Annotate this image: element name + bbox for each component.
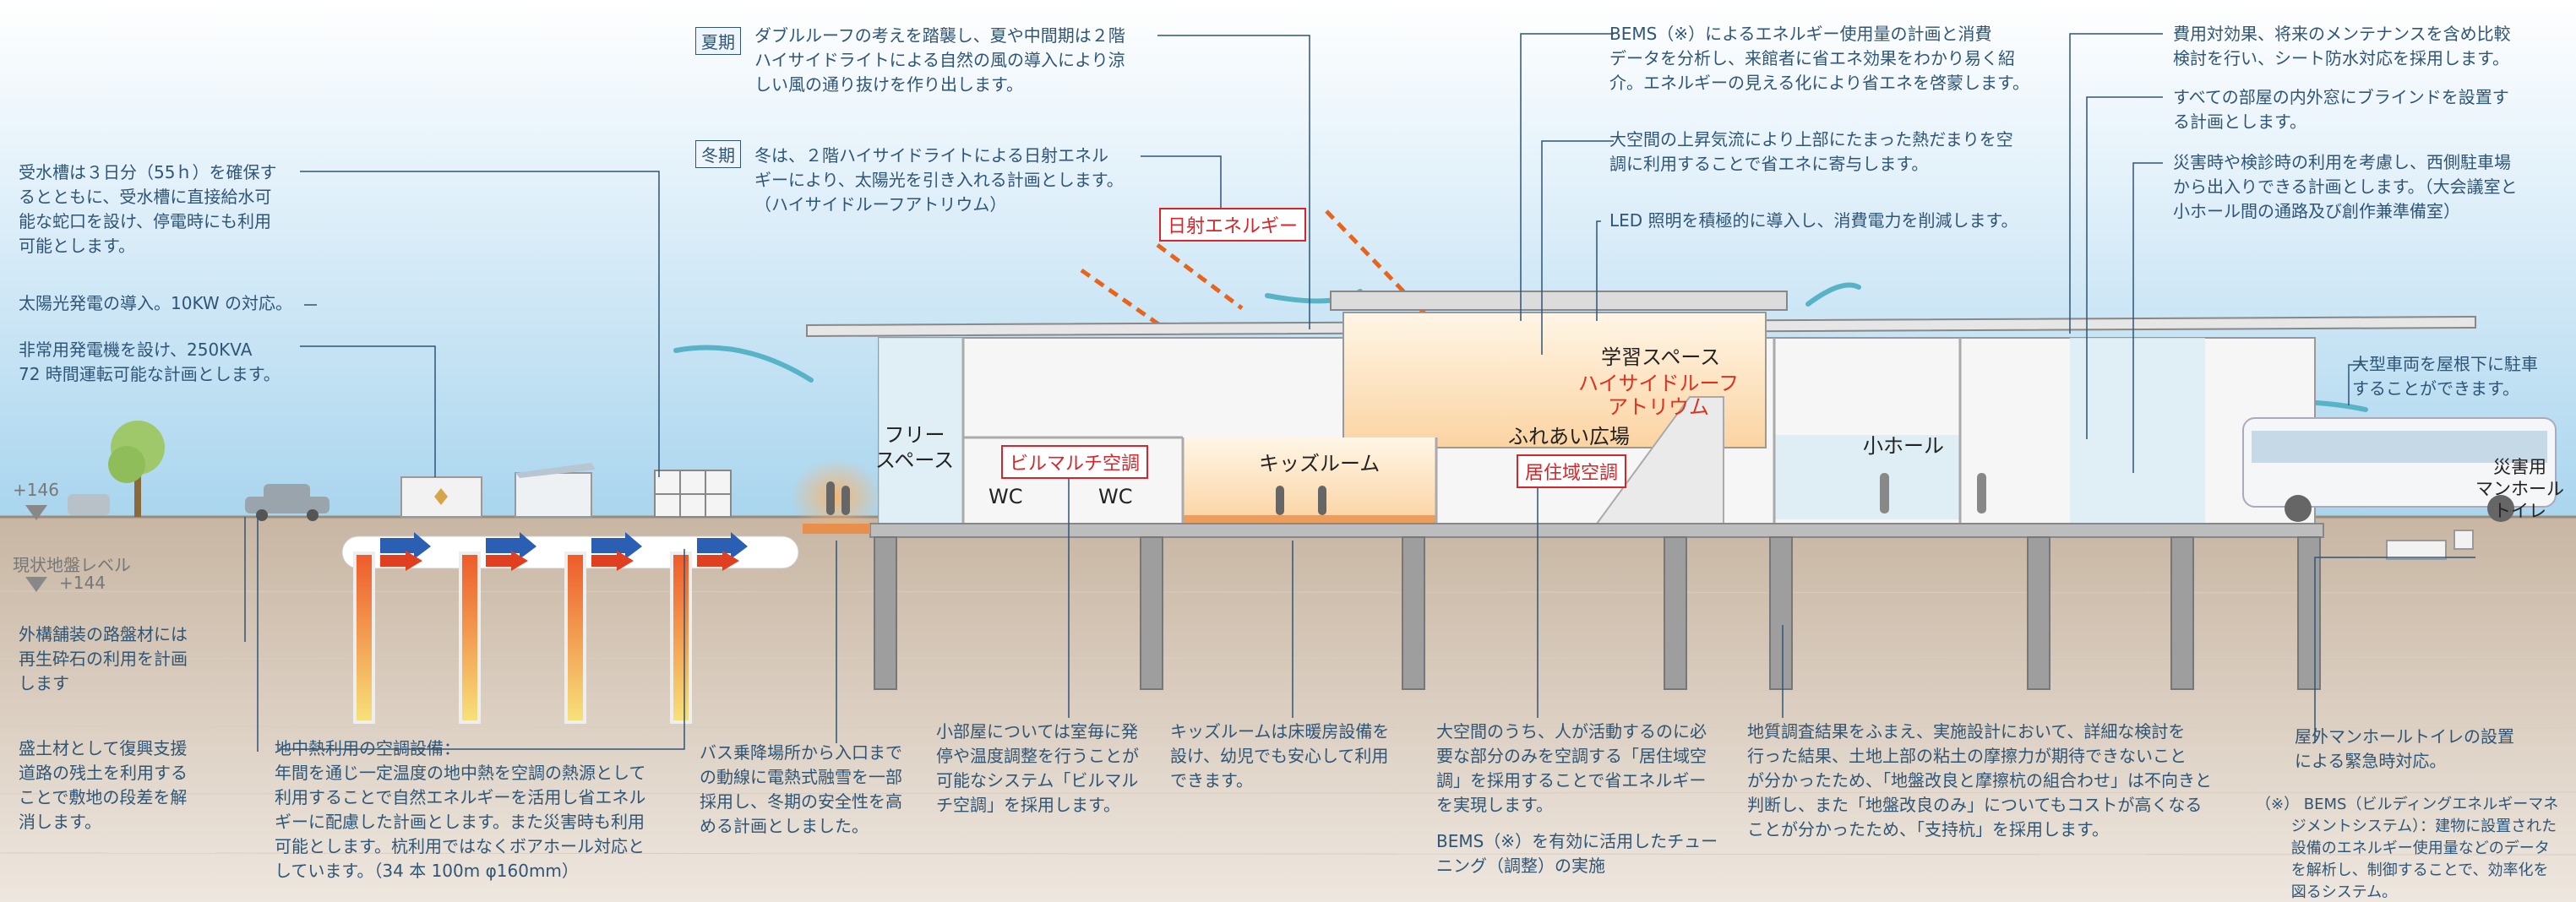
summer-note: ダブルルーフの考えを踏襲し、夏や中間期は２階 ハイサイドライトによる自然の風の導… <box>754 25 1125 95</box>
disaster-toilet-label: 災害用 マンホール トイレ <box>2475 457 2564 521</box>
generator-note: 非常用発電機を設け、250KVA 72 時間運転可能な計画とします。 <box>19 340 280 384</box>
fill-note: 盛土材として復興支援 道路の残土を利用する ことで敷地の段差を解 消します。 <box>19 738 188 832</box>
ground <box>0 517 2576 902</box>
car-small-icon <box>68 494 110 515</box>
geo-survey-note: 地質調査結果をふまえ、実施設計において、詳細な検討を 行った結果、土地上部の粘土… <box>1747 721 2212 840</box>
bems-footnote: （※） BEMS（ビルディングエネルギーマネ ジメントシステム）：建物に設置され… <box>2256 796 2559 901</box>
small-rooms-note: 小部屋については室毎に発 停や温度調整を行うことが 可能なシステム「ビルマル チ… <box>936 721 1139 815</box>
water-tank-icon <box>654 470 732 518</box>
person-icon <box>1977 473 1986 513</box>
free-space-label: フリー スペース <box>875 423 955 472</box>
kids-floor-note: キッズルームは床暖房設備を 設け、幼児でも安心して利用 できます。 <box>1170 721 1390 791</box>
bus-roof-note: 大型車両を屋根下に駐車 することができます。 <box>2352 354 2538 399</box>
plaza-label: ふれあい広場 <box>1508 425 1630 448</box>
manhole-toilet-note: 屋外マンホールトイレの設置 による緊急時対応。 <box>2295 726 2514 771</box>
geothermal-pipes <box>341 532 799 724</box>
leader-lines <box>244 33 2475 752</box>
geothermal-note: 地中熱利用の空調設備： 年間を通じ一定温度の地中熱を空調の熱源として 利用するこ… <box>275 738 646 881</box>
building-multi-ac-label: ビルマルチ空調 <box>1001 445 1149 479</box>
solar-panel-icon <box>515 463 596 518</box>
winter-note: 冬は、２階ハイサイドライトによる日射エネル ギーにより、太陽光を引き入れる計画と… <box>754 145 1124 215</box>
bus-stop-note: バス乗降場所から入口まで の動線に電熱式融雪を一部 採用し、冬期の安全性を高 め… <box>700 742 902 836</box>
atrium-label: ハイサイドルーフ アトリウム <box>1578 372 1740 419</box>
person-icon <box>1318 486 1326 515</box>
current-ground-level: 現状地盤レベル <box>13 555 131 575</box>
led-note: LED 照明を積極的に導入し、消費電力を削減します。 <box>1609 210 2018 231</box>
soil-strata <box>0 590 2576 856</box>
wc-label-2: WC <box>1098 485 1133 508</box>
heat-pool-note: 大空間の上昇気流により上部にたまった熱だまりを空 調に利用することで省エネに寄与… <box>1609 129 2013 174</box>
zone-ac-label: 居住域空調 <box>1517 454 1627 488</box>
study-space-label: 学習スペース <box>1601 345 1721 369</box>
car-icon <box>245 484 329 521</box>
level-mark-146 <box>25 505 47 520</box>
winter-tag: 冬期 <box>695 140 741 168</box>
water-tank-note: 受水槽は３日分（55ｈ）を確保す るとともに、受水槽に直接給水可 能な蛇口を設け… <box>19 162 277 256</box>
person-icon <box>826 481 835 515</box>
manhole-toilet-icon <box>2386 530 2474 560</box>
summer-tag: 夏期 <box>695 27 741 55</box>
paving-note: 外構舗装の路盤材には 再生砕石の利用を計画 します <box>19 624 188 693</box>
person-icon <box>841 486 850 515</box>
level-mark-144 <box>25 577 47 592</box>
tree-icon <box>108 421 165 517</box>
cost-note: 費用対効果、将来のメンテナンスを含め比較 検討を行い、シート防水対応を採用します… <box>2173 24 2511 68</box>
kids-room-label: キッズルーム <box>1259 452 1381 475</box>
person-icon <box>1276 486 1284 515</box>
solar-energy-label: 日射エネルギー <box>1159 208 1307 242</box>
solar-note: 太陽光発電の導入。10KW の対応。 <box>19 293 292 313</box>
support-piles <box>874 536 2321 690</box>
zone-ac-note: 大空間のうち、人が活動するのに必 要な部分のみを空調する「居住域空 調」を採用す… <box>1436 721 1707 815</box>
person-icon <box>1880 473 1889 513</box>
heated-walkway <box>790 459 883 535</box>
small-hall-label: 小ホール <box>1863 434 1944 458</box>
level-146: +146 <box>13 480 59 500</box>
level-144: +144 <box>59 573 106 593</box>
building <box>806 291 2476 538</box>
disaster-access-note: 災害時や検診時の利用を考慮し、西側駐車場 から出入りできる計画とします。（大会議… <box>2173 152 2518 221</box>
bems-tuning-note: BEMS（※）を有効に活用したチュー ニング（調整）の実施 <box>1436 831 1718 876</box>
bems-note: BEMS（※）によるエネルギー使用量の計画と消費 データを分析し、来館者に省エネ… <box>1609 24 2029 93</box>
blinds-note: すべての部屋の内外窓にブラインドを設置す る計画とします。 <box>2173 87 2509 132</box>
bus-icon <box>2242 417 2557 522</box>
generator-icon <box>400 476 482 518</box>
wc-label-1: WC <box>988 485 1023 508</box>
